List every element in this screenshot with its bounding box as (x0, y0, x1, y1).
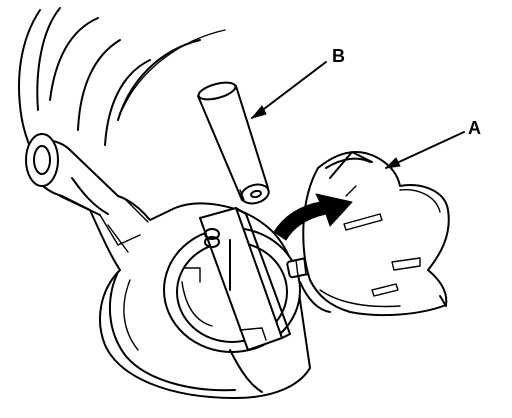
callout-label-b: B (332, 46, 345, 66)
callout-label-a: A (468, 118, 481, 138)
battery (197, 81, 270, 205)
callout-leader-b (251, 61, 327, 119)
open-direction-arrow (273, 193, 353, 241)
contact-spring (204, 228, 220, 240)
fob-cylinder-end (25, 133, 59, 187)
cover-rib (343, 213, 383, 231)
fob-cover (302, 151, 450, 317)
battery-compartment (163, 207, 301, 393)
callout-leader-a (385, 131, 465, 169)
